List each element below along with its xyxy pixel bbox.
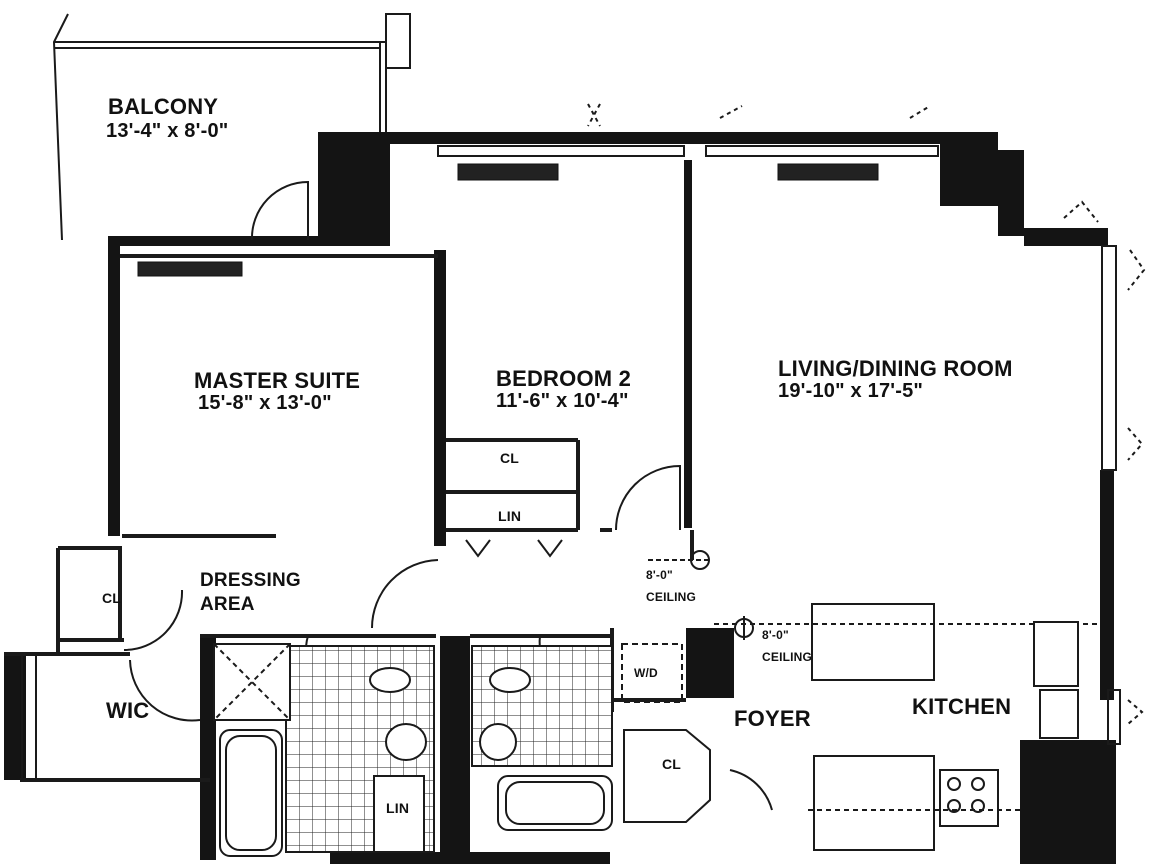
heater-units — [137, 163, 879, 277]
closet-boxes — [621, 643, 711, 823]
balcony-dimensions: 13'-4" x 8'-0" — [106, 120, 229, 142]
balcony-outline — [52, 13, 411, 241]
interior-walls — [4, 254, 694, 782]
bedroom-linen-label: LIN — [498, 508, 522, 524]
bedroom-closet-label: CL — [500, 450, 520, 466]
exterior-walls — [4, 132, 1116, 864]
balcony-label: BALCONY — [108, 94, 219, 119]
kitchen-label: KITCHEN — [912, 694, 1012, 719]
bath-linen-label: LIN — [386, 800, 410, 816]
dressing-area-label-1: DRESSING — [200, 570, 301, 591]
master-suite-dimensions: 15'-8" x 13'-0" — [198, 392, 332, 414]
ceiling-label-2: CEILING — [762, 650, 813, 664]
kitchen-fixtures — [714, 603, 1100, 851]
bedroom-2-label: BEDROOM 2 — [496, 366, 632, 391]
bedroom-2-dimensions: 11'-6" x 10'-4" — [496, 390, 629, 412]
ceiling-height-2: 8'-0" — [762, 628, 789, 642]
second-bath-fixtures — [471, 645, 613, 831]
ceiling-height-1: 8'-0" — [646, 568, 673, 582]
master-bath-fixtures — [213, 643, 435, 857]
ceiling-label-1: CEILING — [646, 590, 697, 604]
washer-dryer-label: W/D — [634, 666, 658, 680]
living-dining-dimensions: 19'-10" x 17'-5" — [778, 380, 924, 402]
dressing-closet-label: CL — [102, 590, 122, 606]
foyer-label: FOYER — [734, 706, 811, 731]
windows — [21, 145, 1121, 781]
dressing-area-label-2: AREA — [200, 594, 255, 615]
master-suite-label: MASTER SUITE — [194, 368, 361, 393]
wic-label: WIC — [106, 698, 150, 723]
foyer-closet-label: CL — [662, 756, 682, 772]
living-dining-label: LIVING/DINING ROOM — [778, 356, 1013, 381]
ceiling-markers — [648, 550, 754, 640]
